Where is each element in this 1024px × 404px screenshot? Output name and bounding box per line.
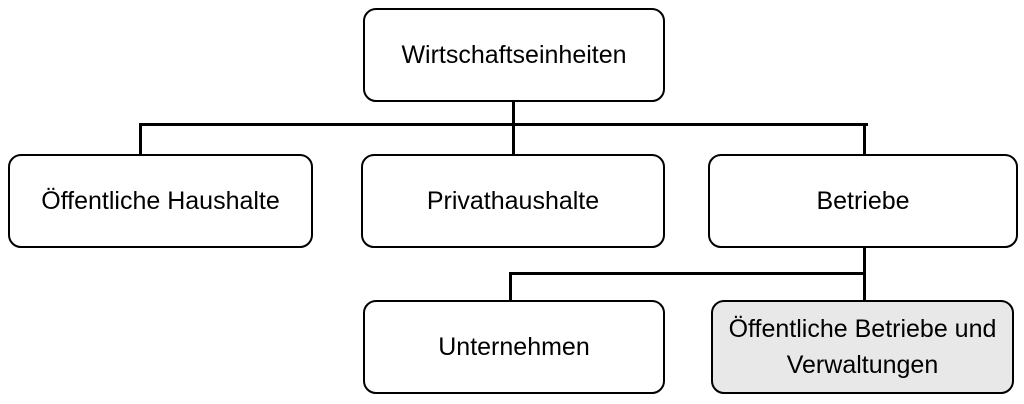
node-label: Unternehmen	[438, 333, 590, 361]
connector-level1-horizontal	[139, 123, 868, 126]
node-oeffentliche-haushalte: Öffentliche Haushalte	[8, 154, 313, 248]
node-wirtschaftseinheiten: Wirtschaftseinheiten	[363, 8, 665, 102]
connector-stub-unternehmen	[509, 272, 512, 301]
node-betriebe: Betriebe	[708, 154, 1018, 248]
node-unternehmen: Unternehmen	[363, 300, 665, 394]
node-label: Privathaushalte	[426, 187, 600, 215]
node-label: Wirtschaftseinheiten	[401, 41, 627, 69]
node-privathaushalte: Privathaushalte	[361, 154, 665, 248]
connector-level2-horizontal	[509, 272, 866, 275]
node-label: Betriebe	[816, 187, 910, 215]
node-label: Öffentliche Betriebe und Verwaltungen	[728, 315, 997, 379]
connector-root-down	[512, 100, 515, 126]
connector-stub-oeffentliche-haushalte	[139, 123, 142, 155]
connector-stub-betriebe	[863, 123, 866, 155]
connector-stub-privathaushalte	[512, 123, 515, 155]
node-oeffentliche-betriebe-und-verwaltungen: Öffentliche Betriebe und Verwaltungen	[711, 300, 1014, 394]
node-label: Öffentliche Haushalte	[41, 187, 280, 215]
